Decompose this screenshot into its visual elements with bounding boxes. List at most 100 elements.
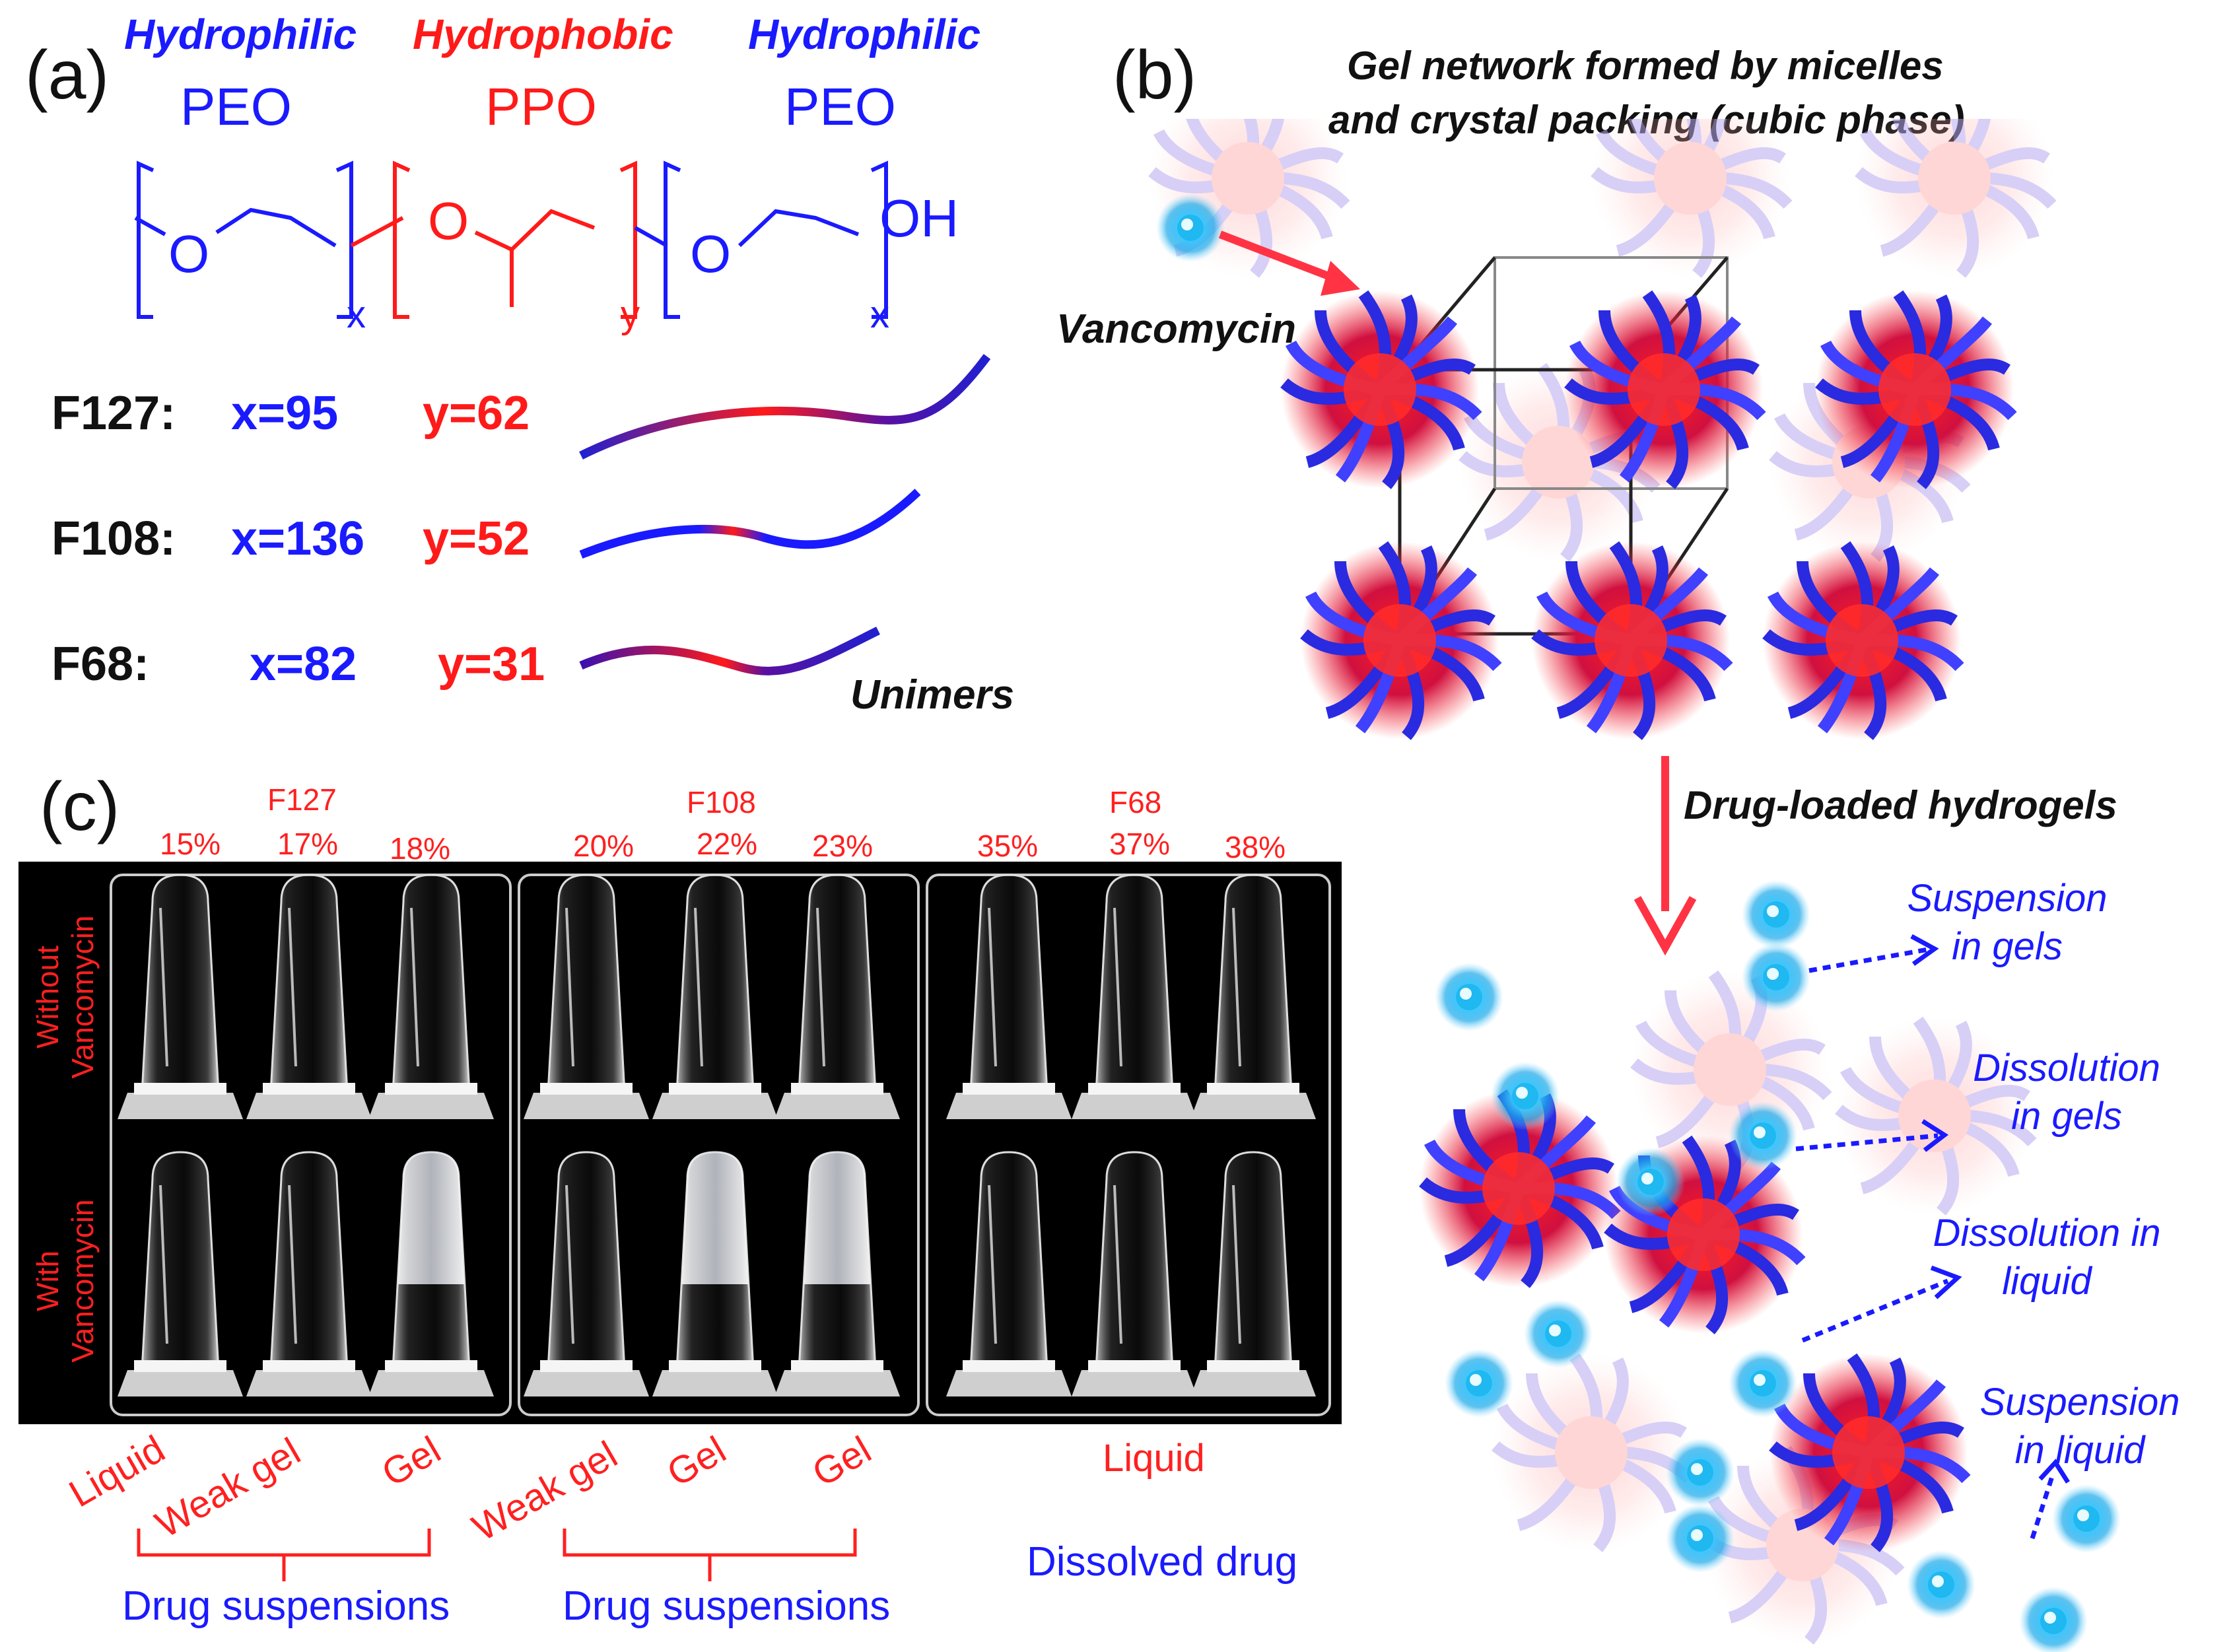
header-hydrophobic: Hydrophobic — [413, 11, 673, 58]
tube-photo — [18, 862, 1342, 1424]
drug-5 — [1729, 1101, 1797, 1170]
annotation-suspension-in-liquid: Suspension in liquid — [1941, 1379, 2218, 1474]
panel-c-label: (c) — [40, 769, 120, 845]
summary-f108: Drug suspensions — [563, 1583, 891, 1629]
bracket-lines — [137, 1529, 857, 1581]
pluronic-structure-diagram: O O O OH x y x — [134, 160, 959, 336]
unimer-chain-f108 — [579, 489, 921, 559]
conc-f127-2: 17% — [277, 827, 339, 861]
tube-f68-37-with — [1070, 1151, 1198, 1398]
conc-f108-3: 23% — [812, 829, 874, 863]
conc-f68-3: 38% — [1225, 830, 1286, 864]
drug-4 — [1491, 1062, 1560, 1130]
micelle-back-3 — [1855, 119, 2053, 277]
atom-o-2: O — [428, 191, 469, 250]
annotation-2-line2: in gels — [2011, 1094, 2122, 1138]
peo-block-1-bonds — [134, 160, 353, 319]
atom-o-1: O — [168, 224, 209, 283]
drug-6 — [1616, 1148, 1685, 1216]
vancomycin-arrow-head — [1321, 261, 1360, 296]
unimer-chain-f68 — [579, 627, 880, 675]
micelle-front-1 — [1281, 291, 1479, 489]
drug-10 — [1666, 1438, 1735, 1507]
peo-block-2-bonds — [634, 160, 888, 319]
micelle-back-2 — [1591, 119, 1789, 277]
arrow-dissolution-liquid — [1801, 1278, 1949, 1343]
drug-13 — [2052, 1484, 2121, 1553]
annotation-4-line1: Suspension — [1979, 1381, 2180, 1424]
subscript-x-1: x — [347, 293, 366, 336]
polymer-x-f127: x=95 — [231, 387, 339, 440]
micelle-front-3 — [1816, 291, 2014, 489]
arrow-dissolution-gels — [1795, 1133, 1939, 1152]
drug-11 — [1666, 1504, 1735, 1573]
unimers-label: Unimers — [850, 672, 1015, 718]
atom-o-3: O — [690, 224, 731, 283]
micelle-front-4 — [1301, 541, 1499, 740]
group-name-f68: F68 — [1109, 785, 1162, 819]
annotation-3-line2: liquid — [2002, 1259, 2092, 1303]
polymer-y-f108: y=52 — [423, 512, 530, 565]
annotation-4-line2: in liquid — [2014, 1428, 2145, 1472]
drug-7 — [1524, 1299, 1593, 1368]
polymer-x-f68: x=82 — [250, 638, 357, 691]
subscript-y: y — [621, 293, 640, 336]
polymer-name-f68: F68: — [52, 638, 150, 691]
drug-loaded-label: Drug-loaded hydrogels — [1684, 783, 2117, 827]
polymer-peo-1: PEO — [180, 77, 292, 136]
tube-f68-37-without — [1070, 874, 1198, 1120]
unimer-chain-f127 — [579, 354, 991, 460]
vancomycin-label: Vancomycin — [1056, 306, 1296, 352]
micelle-bottom-3 — [1769, 1354, 1968, 1552]
drug-8 — [1729, 1349, 1797, 1418]
tube-photo-svg — [110, 874, 1331, 1416]
arrow-suspension-liquid — [2030, 1471, 2056, 1540]
polymer-x-f108: x=136 — [231, 512, 365, 565]
tube-f68-38-without — [1189, 874, 1317, 1120]
bracket-f127 — [137, 1529, 431, 1557]
conc-f127-3: 18% — [390, 831, 451, 866]
panel-a-label: (a) — [25, 37, 110, 114]
conc-f108-1: 20% — [573, 829, 635, 863]
micelle-front-2 — [1565, 291, 1763, 489]
annotation-1-line1: Suspension — [1907, 877, 2108, 920]
polymer-y-f68: y=31 — [438, 638, 545, 691]
vancomycin-drug-icon — [1156, 193, 1225, 262]
terminal-oh: OH — [879, 189, 959, 248]
micelle-front-6 — [1763, 541, 1961, 740]
drug-2 — [1742, 943, 1810, 1012]
vancomycin-arrow-line — [1218, 230, 1342, 285]
group-name-f108: F108 — [687, 785, 756, 819]
drug-9 — [1445, 1349, 1513, 1418]
annotation-dissolution-in-liquid: Dissolution in liquid — [1895, 1210, 2199, 1305]
polymer-y-f127: y=62 — [423, 387, 530, 440]
subscript-x-2: x — [870, 293, 889, 336]
bracket-f108 — [563, 1529, 857, 1557]
polymer-ppo: PPO — [485, 77, 597, 136]
ppo-block-bonds — [350, 160, 637, 319]
annotation-1-line2: in gels — [1952, 924, 2063, 968]
annotation-3-line1: Dissolution in — [1933, 1212, 2161, 1255]
drug-1 — [1742, 880, 1810, 949]
annotation-2-line1: Dissolution — [1973, 1047, 2160, 1089]
conc-f108-2: 22% — [697, 827, 758, 861]
conc-f127-1: 15% — [160, 827, 221, 861]
drug-12 — [1907, 1550, 1975, 1619]
micelle-bottom-back-3 — [1492, 1354, 1690, 1552]
conc-f68-2: 37% — [1109, 827, 1171, 861]
down-arrow-head — [1633, 896, 1697, 956]
header-hydrophilic-1: Hydrophilic — [124, 11, 357, 58]
summary-f127: Drug suspensions — [122, 1583, 450, 1629]
drug-3 — [1435, 963, 1503, 1031]
group-name-f127: F127 — [267, 782, 337, 817]
polymer-peo-2: PEO — [784, 77, 896, 136]
polymer-name-f127: F127: — [52, 387, 176, 440]
gel-network-title-line1: Gel network formed by micelles — [1347, 44, 1944, 88]
drug-14 — [2019, 1587, 2088, 1652]
micelle-illustration — [1030, 119, 2121, 1652]
arrow-suspension-gels — [1808, 947, 1929, 973]
conc-f68-1: 35% — [977, 829, 1039, 863]
annotation-suspension-in-gels: Suspension in gels — [1869, 875, 2146, 971]
summary-f68: Dissolved drug — [1027, 1539, 1298, 1585]
polymer-name-f108: F108: — [52, 512, 176, 565]
